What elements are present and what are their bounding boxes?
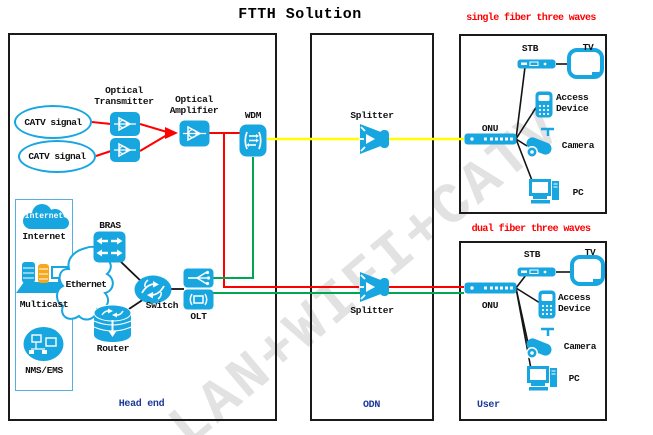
switch-icon bbox=[134, 275, 172, 304]
optical-transmitter-icon bbox=[109, 111, 141, 163]
router-icon bbox=[92, 303, 133, 345]
onu1-icon bbox=[464, 133, 517, 145]
splitter-bottom-label: Splitter bbox=[350, 305, 394, 316]
pc1-icon bbox=[529, 179, 560, 206]
odn-label: ODN bbox=[362, 400, 381, 411]
splitter-top-icon bbox=[355, 123, 390, 156]
bras-icon bbox=[93, 231, 126, 263]
dual-fiber-header: dual fiber three waves bbox=[471, 224, 591, 235]
head-end-label: Head end bbox=[118, 399, 165, 410]
splitter-top-label: Splitter bbox=[350, 110, 394, 121]
tv2-label: TV bbox=[584, 247, 596, 258]
stb2-icon bbox=[517, 267, 556, 277]
camera1-icon bbox=[523, 127, 557, 159]
optical-amplifier-icon bbox=[179, 120, 210, 147]
tv2-icon bbox=[570, 255, 605, 286]
user-dual-box bbox=[459, 241, 607, 421]
access-device2-icon bbox=[538, 290, 556, 319]
optical-amplifier-label: Optical Amplifier bbox=[169, 94, 219, 117]
router-label: Router bbox=[96, 343, 130, 354]
user-label: User bbox=[477, 400, 500, 411]
red-arrowhead bbox=[165, 127, 178, 139]
switch-label: Switch bbox=[145, 300, 179, 311]
nms-ems-icon bbox=[23, 326, 64, 362]
pc2-label: PC bbox=[568, 373, 580, 384]
onu2-label: ONU bbox=[481, 300, 499, 311]
camera2-label: Camera bbox=[563, 341, 597, 352]
access-device1-label: Access Device bbox=[556, 92, 589, 115]
splitter-bottom-icon bbox=[355, 271, 390, 304]
pc2-icon bbox=[527, 366, 558, 393]
wdm-label: WDM bbox=[244, 110, 262, 121]
access-device1-icon bbox=[535, 91, 553, 118]
wdm-icon bbox=[239, 124, 267, 157]
user-single-box bbox=[459, 34, 607, 214]
ethernet-label: Ethernet bbox=[65, 279, 107, 290]
internet-cloud-icon bbox=[18, 202, 70, 232]
internet-label: Internet bbox=[22, 231, 66, 242]
access-device2-label: Access Device bbox=[558, 292, 591, 315]
stb2-label: STB bbox=[523, 249, 541, 260]
bras-label: BRAS bbox=[99, 220, 121, 231]
ethernet-cloud-icon bbox=[56, 244, 116, 328]
catv-signal-1: CATV signal bbox=[14, 105, 92, 139]
camera2-icon bbox=[523, 327, 557, 361]
stb1-label: STB bbox=[521, 43, 539, 54]
catv-signal-2: CATV signal bbox=[18, 140, 96, 173]
optical-transmitter-label: Optical Transmitter bbox=[94, 85, 154, 108]
nms-ems-label: NMS/EMS bbox=[25, 365, 63, 376]
tv1-label: TV bbox=[582, 42, 594, 53]
single-fiber-header: single fiber three waves bbox=[466, 13, 596, 24]
diagram-title: FTTH Solution bbox=[238, 6, 362, 23]
internet-cloud-text: Internet bbox=[24, 212, 64, 221]
tv1-icon bbox=[567, 48, 604, 79]
camera1-label: Camera bbox=[561, 140, 595, 151]
olt-icon bbox=[183, 268, 214, 310]
multicast-label: Multicast bbox=[19, 299, 69, 310]
onu2-icon bbox=[464, 282, 517, 294]
stb1-icon bbox=[517, 59, 556, 69]
odn-box bbox=[310, 33, 434, 421]
olt-label: OLT bbox=[190, 311, 207, 322]
pc1-label: PC bbox=[572, 187, 584, 198]
onu1-label: ONU bbox=[481, 123, 499, 134]
head-end-box bbox=[8, 33, 277, 421]
